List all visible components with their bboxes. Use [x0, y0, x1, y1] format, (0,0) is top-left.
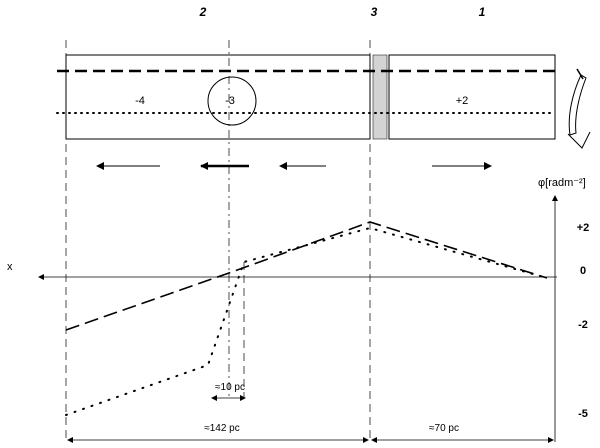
region-gap-3	[372, 54, 388, 140]
y-tick-minus2: -2	[578, 319, 588, 331]
curve-dashed	[65, 221, 548, 331]
x-axis-label: x	[7, 261, 13, 273]
y-tick-0: 0	[580, 265, 586, 277]
box-value-right: +2	[456, 95, 469, 107]
dim-left-label: ≈142 pc	[204, 423, 240, 434]
telescope-icon	[567, 68, 591, 149]
region-label-2: 2	[199, 5, 207, 19]
dim-right-label: ≈70 pc	[429, 423, 459, 434]
region-box-2	[65, 54, 371, 140]
region-label-1: 1	[479, 5, 486, 19]
region-label-3: 3	[371, 5, 378, 19]
curve-dotted	[65, 226, 548, 416]
box-value-left: -4	[135, 95, 145, 107]
y-tick-plus2: +2	[577, 222, 590, 234]
y-axis-label: φ[radm⁻²]	[538, 177, 586, 189]
dim-small-label: ≈10 pc	[215, 382, 245, 393]
y-tick-minus5: -5	[578, 408, 588, 420]
region-box-1	[388, 54, 556, 140]
box-value-circle: -3	[225, 95, 235, 107]
region-circle	[207, 76, 257, 126]
